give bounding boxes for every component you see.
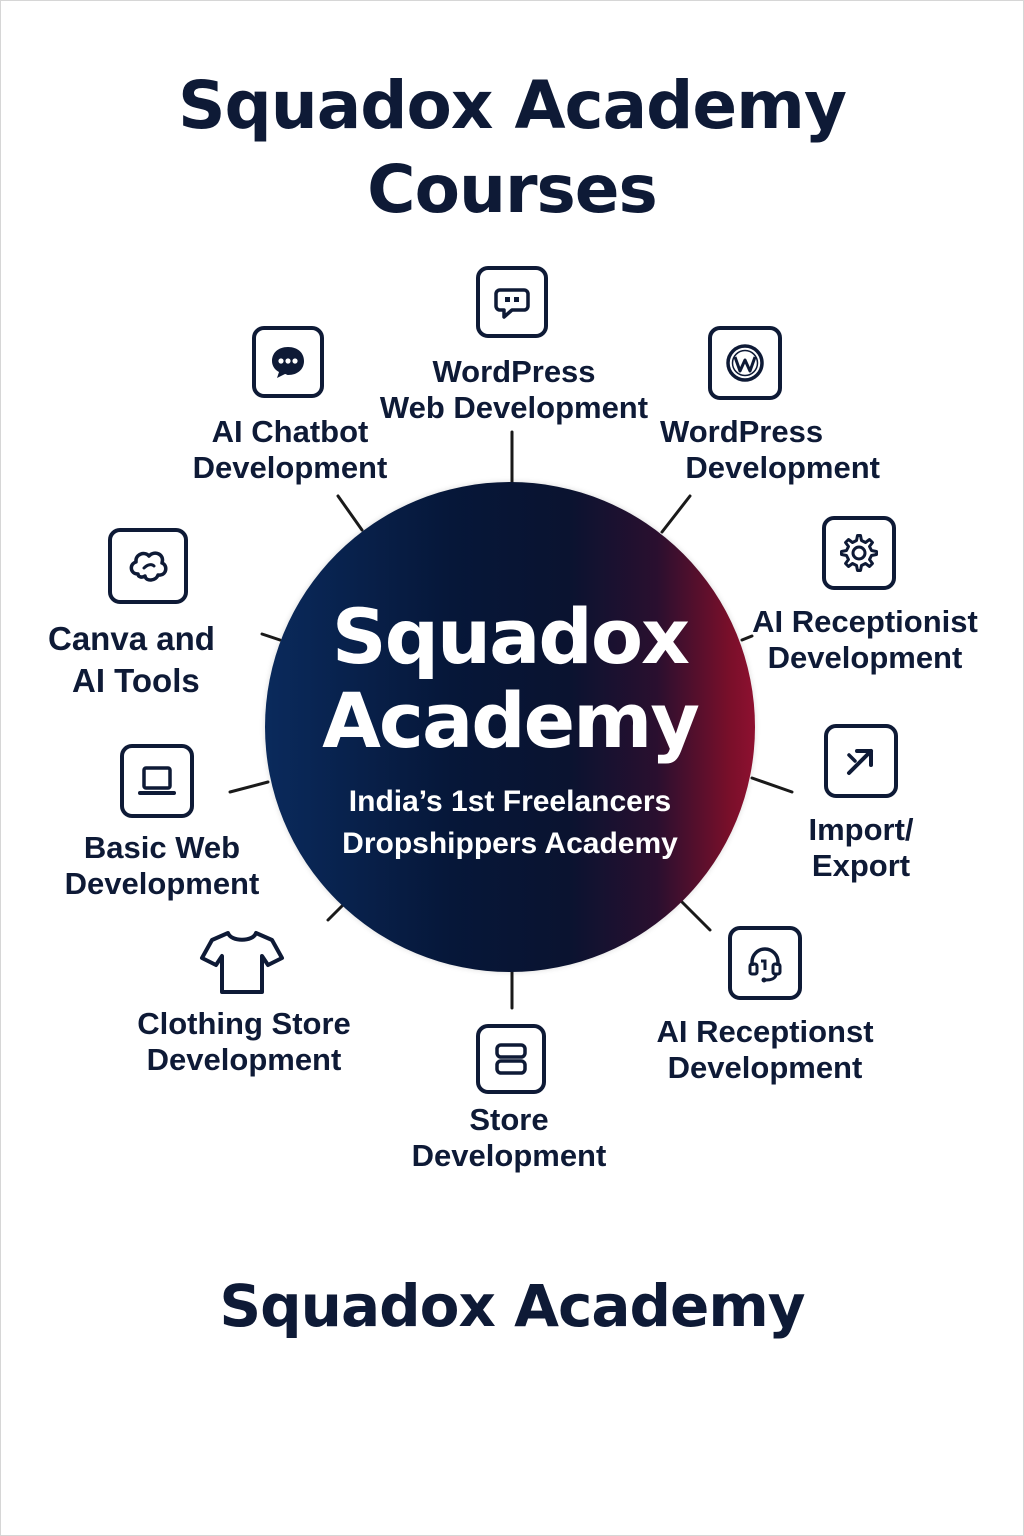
gear-icon xyxy=(822,516,896,590)
connector-line xyxy=(750,776,794,794)
course-label-basic-web-development: Basic Web Development xyxy=(52,830,272,902)
connector-line xyxy=(740,634,754,642)
course-label-line: WordPress xyxy=(432,354,596,389)
footer-brand: Squadox Academy xyxy=(219,1272,805,1340)
chat-dots-icon xyxy=(252,326,324,398)
course-label-line: AI Receptionst xyxy=(656,1014,874,1049)
wordpress-icon xyxy=(708,326,782,400)
headset-icon xyxy=(728,926,802,1000)
connector-line xyxy=(326,902,346,922)
hub-subtitle-line-2: Dropshippers Academy xyxy=(342,827,678,860)
connector-line xyxy=(660,494,692,534)
course-label-wordpress-web-development: WordPress Web Development xyxy=(372,354,656,426)
course-label-line: Development xyxy=(685,450,880,485)
course-label-ai-chatbot-development: AI Chatbot Development xyxy=(180,414,400,486)
connector-line xyxy=(336,494,364,532)
course-label-line: AI Chatbot xyxy=(211,414,369,449)
hub-title-line-2: Academy xyxy=(322,676,700,765)
course-label-line: Basic Web xyxy=(83,830,241,865)
course-label-line: Clothing Store xyxy=(137,1006,351,1041)
tshirt-icon xyxy=(198,928,286,998)
course-label-line: Store xyxy=(469,1102,549,1137)
course-label-import-export: Import/ Export xyxy=(786,812,936,884)
arrow-out-icon xyxy=(824,724,898,798)
connector-line xyxy=(260,632,282,642)
hub-circle: Squadox Academy India’s 1st Freelancers … xyxy=(265,482,755,972)
page-title-line-1: Squadox Academy xyxy=(178,67,847,144)
course-label-line: Web Development xyxy=(379,390,649,425)
course-label-clothing-store-development: Clothing Store Development xyxy=(128,1006,360,1078)
hub-title-line-1: Squadox xyxy=(331,592,690,681)
course-label-line: Development xyxy=(64,866,260,901)
hub-subtitle-line-1: India’s 1st Freelancers xyxy=(348,785,672,818)
canva-icon xyxy=(108,528,188,604)
laptop-icon xyxy=(120,744,194,818)
course-label-store-development: Store Development xyxy=(404,1102,614,1174)
connector-line xyxy=(678,898,712,932)
course-label-canva-and-ai-tools: Canva and AI Tools xyxy=(48,618,244,702)
course-label-ai-receptionst-development: AI Receptionst Development xyxy=(644,1014,886,1086)
chat-bubble-icon xyxy=(476,266,548,338)
course-label-line: Development xyxy=(767,640,963,675)
course-label-line: AI Tools xyxy=(72,662,200,699)
course-label-ai-receptionist-development: AI Receptionist Development xyxy=(752,604,978,676)
course-label-line: Development xyxy=(667,1050,863,1085)
course-label-line: Import/ xyxy=(808,812,914,847)
course-label-line: WordPress xyxy=(660,414,824,449)
course-label-line: Export xyxy=(811,848,911,883)
course-label-line: Development xyxy=(411,1138,607,1173)
course-label-line: Development xyxy=(192,450,388,485)
page-title-line-2: Courses xyxy=(367,151,658,228)
course-label-line: Development xyxy=(146,1042,342,1077)
store-icon xyxy=(476,1024,546,1094)
course-label-wordpress-development: WordPress Development xyxy=(654,414,884,486)
course-label-line: Canva and xyxy=(48,620,215,657)
connector-line xyxy=(228,780,270,794)
course-label-line: AI Receptionist xyxy=(752,604,978,639)
